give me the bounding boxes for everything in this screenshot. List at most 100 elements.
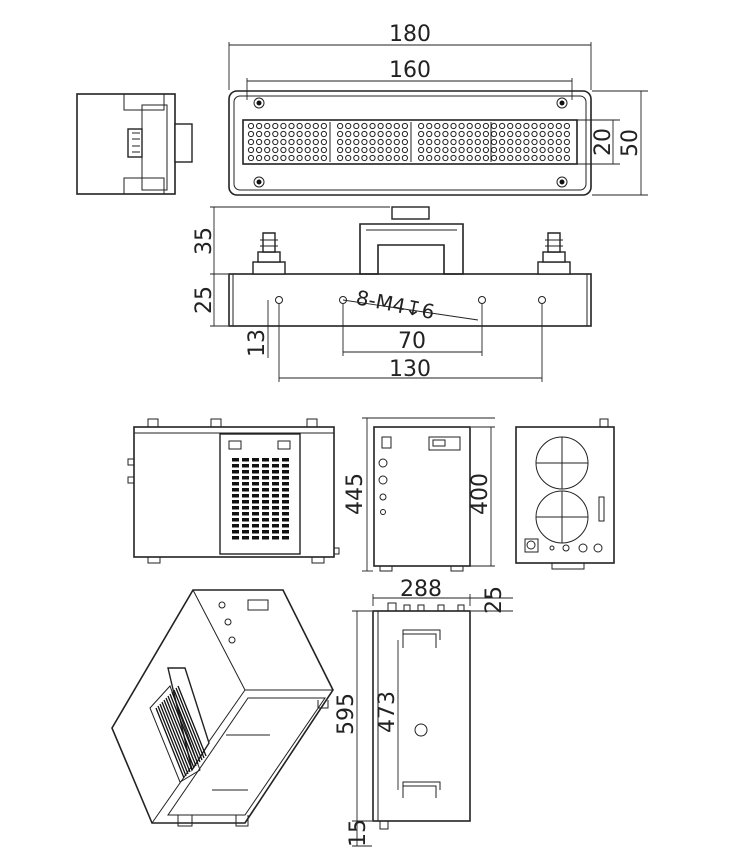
- led-dot: [247, 154, 255, 162]
- vent-slot: [262, 506, 269, 510]
- led-dot: [418, 154, 425, 162]
- vent-slot: [242, 518, 249, 522]
- led-dot: [304, 146, 311, 154]
- led-dot: [353, 122, 360, 130]
- vent-slot: [232, 512, 239, 516]
- vent-slot: [272, 512, 279, 516]
- vent-slot: [242, 470, 249, 474]
- led-dot: [393, 154, 400, 162]
- vent-slot: [272, 482, 279, 486]
- led-dot: [353, 154, 360, 162]
- led-dot: [474, 122, 481, 130]
- led-dot: [320, 130, 327, 138]
- led-dot: [385, 154, 392, 162]
- vent-slot: [262, 476, 269, 480]
- lamp-top-view: 180 160 20 50: [228, 22, 648, 196]
- vent-slot: [262, 536, 269, 540]
- led-dot: [377, 138, 384, 146]
- led-dot: [507, 130, 514, 138]
- led-dot: [256, 146, 263, 154]
- led-dot: [288, 138, 295, 146]
- vent-slot: [262, 500, 269, 504]
- led-dot: [320, 146, 327, 154]
- led-dot: [450, 130, 457, 138]
- led-dot: [482, 154, 489, 162]
- led-dot: [426, 130, 433, 138]
- led-dot: [304, 138, 311, 146]
- led-dot: [345, 130, 352, 138]
- led-dot: [466, 146, 473, 154]
- vent-slot: [242, 506, 249, 510]
- led-dot: [337, 122, 344, 130]
- led-dot: [296, 146, 303, 154]
- led-dot: [337, 154, 344, 162]
- dim-top-length: 595: [334, 693, 359, 735]
- led-dot: [426, 138, 433, 146]
- vent-slot: [272, 470, 279, 474]
- led-dot: [450, 138, 457, 146]
- left-barb-fitting: [252, 232, 286, 275]
- led-dot: [256, 122, 263, 130]
- led-dot: [296, 130, 303, 138]
- vent-slot: [272, 524, 279, 528]
- led-dot: [247, 122, 255, 130]
- led-dot: [531, 130, 538, 138]
- vent-slot: [262, 524, 269, 528]
- led-dot: [401, 130, 408, 138]
- led-dot: [515, 122, 522, 130]
- led-dot: [442, 130, 449, 138]
- led-dot: [385, 130, 392, 138]
- led-dot: [280, 122, 287, 130]
- dim-overall-length: 180: [389, 22, 431, 47]
- led-dot: [401, 146, 408, 154]
- led-dot: [418, 146, 425, 154]
- led-dot: [523, 130, 530, 138]
- led-dot: [482, 138, 489, 146]
- led-dot: [304, 122, 311, 130]
- led-dot: [312, 154, 319, 162]
- led-dot: [280, 154, 287, 162]
- led-dot: [353, 130, 360, 138]
- led-dot: [515, 154, 522, 162]
- vent-slot: [169, 693, 199, 765]
- led-dot: [515, 130, 522, 138]
- led-dot: [393, 122, 400, 130]
- vent-slot: [232, 518, 239, 522]
- led-dot: [539, 154, 546, 162]
- led-dot: [555, 122, 562, 130]
- led-dot: [482, 130, 489, 138]
- led-dot: [555, 154, 562, 162]
- dim-body-height: 25: [192, 286, 217, 314]
- led-dot: [563, 154, 571, 162]
- mounting-screw: [253, 97, 568, 188]
- led-dot: [272, 130, 279, 138]
- led-dot: [563, 122, 571, 130]
- led-dot: [401, 154, 408, 162]
- led-dot: [304, 154, 311, 162]
- led-dot: [523, 154, 530, 162]
- led-dot: [320, 122, 327, 130]
- led-dot: [312, 138, 319, 146]
- led-dot: [369, 122, 376, 130]
- led-dot: [458, 122, 465, 130]
- led-dot: [434, 146, 441, 154]
- vent-slot: [262, 530, 269, 534]
- led-dot: [482, 122, 489, 130]
- led-dot: [345, 138, 352, 146]
- led-dot: [369, 146, 376, 154]
- led-dot: [304, 130, 311, 138]
- led-dot: [507, 122, 514, 130]
- dim-fin-height: 35: [192, 227, 217, 255]
- led-dot: [345, 146, 352, 154]
- led-dot: [361, 138, 368, 146]
- dim-front-height: 445: [343, 473, 368, 515]
- led-dot: [499, 154, 506, 162]
- led-dot: [507, 138, 514, 146]
- dim-front-inner-height: 400: [468, 473, 493, 515]
- vent-slot: [161, 701, 191, 773]
- vent-slot: [272, 494, 279, 498]
- dim-handle-spacing: 473: [375, 691, 400, 733]
- vent-slot: [252, 506, 259, 510]
- vent-slot: [252, 536, 259, 540]
- vent-slot: [252, 518, 259, 522]
